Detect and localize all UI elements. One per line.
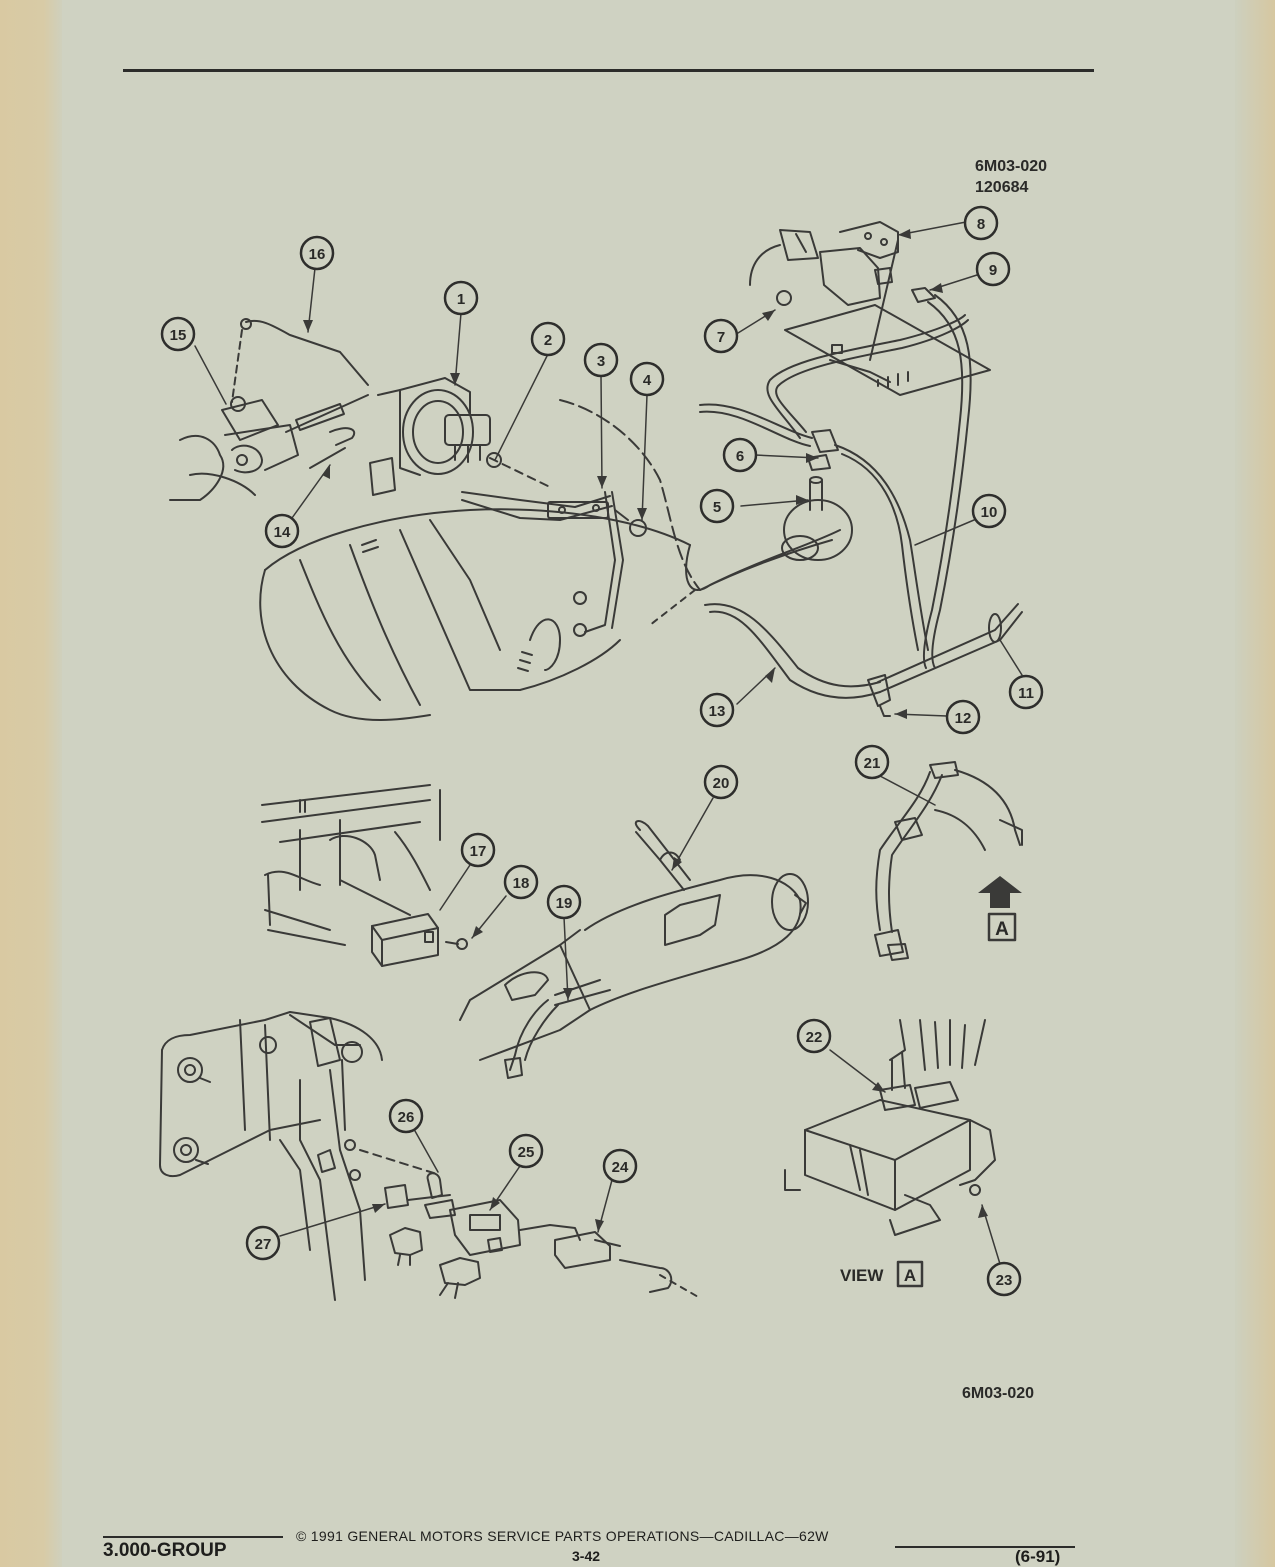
callout-number-3: 3 xyxy=(597,353,605,370)
callout-circle-27 xyxy=(245,1225,281,1261)
callout-circle-15 xyxy=(160,316,196,352)
callout-circle-26 xyxy=(388,1098,424,1134)
footer-copyright: © 1991 GENERAL MOTORS SERVICE PARTS OPER… xyxy=(296,1528,829,1544)
callout-circle-6 xyxy=(722,437,758,473)
callout-number-5: 5 xyxy=(713,499,721,516)
drawing-ref-line1: 6M03-020 xyxy=(975,158,1048,175)
top-rule xyxy=(123,69,1094,72)
vacuum-reservoir xyxy=(781,454,853,561)
pedal-bracket xyxy=(159,1011,441,1301)
callout-number-18: 18 xyxy=(513,875,530,892)
callout-number-27: 27 xyxy=(255,1236,272,1253)
servo-bracket xyxy=(461,452,647,637)
callout-number-14: 14 xyxy=(274,524,291,541)
callout-circle-10 xyxy=(971,493,1007,529)
control-solenoid xyxy=(749,221,991,396)
callout-number-1: 1 xyxy=(457,291,465,308)
callout-number-24: 24 xyxy=(612,1159,629,1176)
callout-circle-17 xyxy=(460,832,496,868)
servo-assembly xyxy=(369,377,491,496)
footer-group: 3.000-GROUP xyxy=(103,1540,227,1561)
callout-circle-11 xyxy=(1008,674,1044,710)
page-binding-edge xyxy=(0,0,62,1567)
callout-circle-4 xyxy=(629,361,665,397)
callout-circle-14 xyxy=(264,513,300,549)
callout-number-25: 25 xyxy=(518,1144,535,1161)
footer-page-number: 3-42 xyxy=(572,1548,601,1564)
callout-circle-18 xyxy=(503,864,539,900)
pedal-switches xyxy=(384,1172,701,1299)
callout-number-23: 23 xyxy=(996,1272,1013,1289)
callout-number-11: 11 xyxy=(1018,685,1034,702)
wiring-harness xyxy=(874,761,1023,961)
callout-number-13: 13 xyxy=(709,703,726,720)
callout-number-15: 15 xyxy=(170,327,187,344)
drawing-ref-line2: 120684 xyxy=(975,179,1029,196)
callout-circles xyxy=(160,205,1044,1297)
view-a-marker-letter: A xyxy=(995,919,1009,940)
callout-circle-5 xyxy=(699,488,735,524)
figure-code: 6M03-020 xyxy=(962,1385,1035,1402)
callout-number-26: 26 xyxy=(398,1109,415,1126)
callout-numbers: 1 2 3 4 5 6 7 8 9 10 11 12 13 14 15 16 1… xyxy=(170,216,1034,1289)
callout-circle-25 xyxy=(508,1133,544,1169)
callout-number-19: 19 xyxy=(556,895,573,912)
callout-number-4: 4 xyxy=(643,372,652,389)
callout-circle-1 xyxy=(443,280,479,316)
steering-column xyxy=(459,820,809,1079)
callout-number-22: 22 xyxy=(806,1029,823,1046)
callout-circle-7 xyxy=(703,318,739,354)
footer-date: (6-91) xyxy=(1015,1547,1061,1566)
callout-circle-3 xyxy=(583,342,619,378)
footer-rule-left xyxy=(103,1536,283,1538)
cruise-module xyxy=(339,879,468,967)
callout-circle-16 xyxy=(299,235,335,271)
view-label-word: VIEW xyxy=(840,1266,884,1285)
vacuum-hoses xyxy=(559,294,1023,717)
transmission-housing xyxy=(169,435,691,721)
callout-circle-23 xyxy=(986,1261,1022,1297)
callout-number-7: 7 xyxy=(717,329,725,346)
callout-circle-13 xyxy=(699,692,735,728)
callout-number-2: 2 xyxy=(544,332,552,349)
callout-circle-20 xyxy=(703,764,739,800)
callout-number-17: 17 xyxy=(470,843,487,860)
callout-number-12: 12 xyxy=(955,710,972,727)
callout-circle-8 xyxy=(963,205,999,241)
callout-circle-2 xyxy=(530,321,566,357)
view-label-letter: A xyxy=(904,1266,916,1285)
footer-rule-right xyxy=(895,1546,1075,1548)
callout-number-9: 9 xyxy=(989,262,997,279)
callout-circle-22 xyxy=(796,1018,832,1054)
view-label-box xyxy=(896,1260,924,1288)
callout-number-20: 20 xyxy=(713,775,730,792)
callout-circle-21 xyxy=(854,744,890,780)
callout-number-21: 21 xyxy=(864,755,881,772)
callout-number-8: 8 xyxy=(977,216,985,233)
servo-linkage xyxy=(221,318,369,474)
brake-pedal-frame xyxy=(261,784,441,946)
callout-circle-19 xyxy=(546,884,582,920)
leader-arrowheads xyxy=(303,229,988,1232)
callout-circle-9 xyxy=(975,251,1011,287)
callout-number-10: 10 xyxy=(981,504,998,521)
callout-circle-24 xyxy=(602,1148,638,1184)
callout-number-16: 16 xyxy=(309,246,326,263)
cruise-control-module xyxy=(784,1019,996,1236)
callout-number-6: 6 xyxy=(736,448,744,465)
page-right-edge xyxy=(1235,0,1275,1567)
view-a-arrow xyxy=(978,876,1022,908)
callout-circle-12 xyxy=(945,699,981,735)
view-a-marker-box xyxy=(987,912,1017,942)
